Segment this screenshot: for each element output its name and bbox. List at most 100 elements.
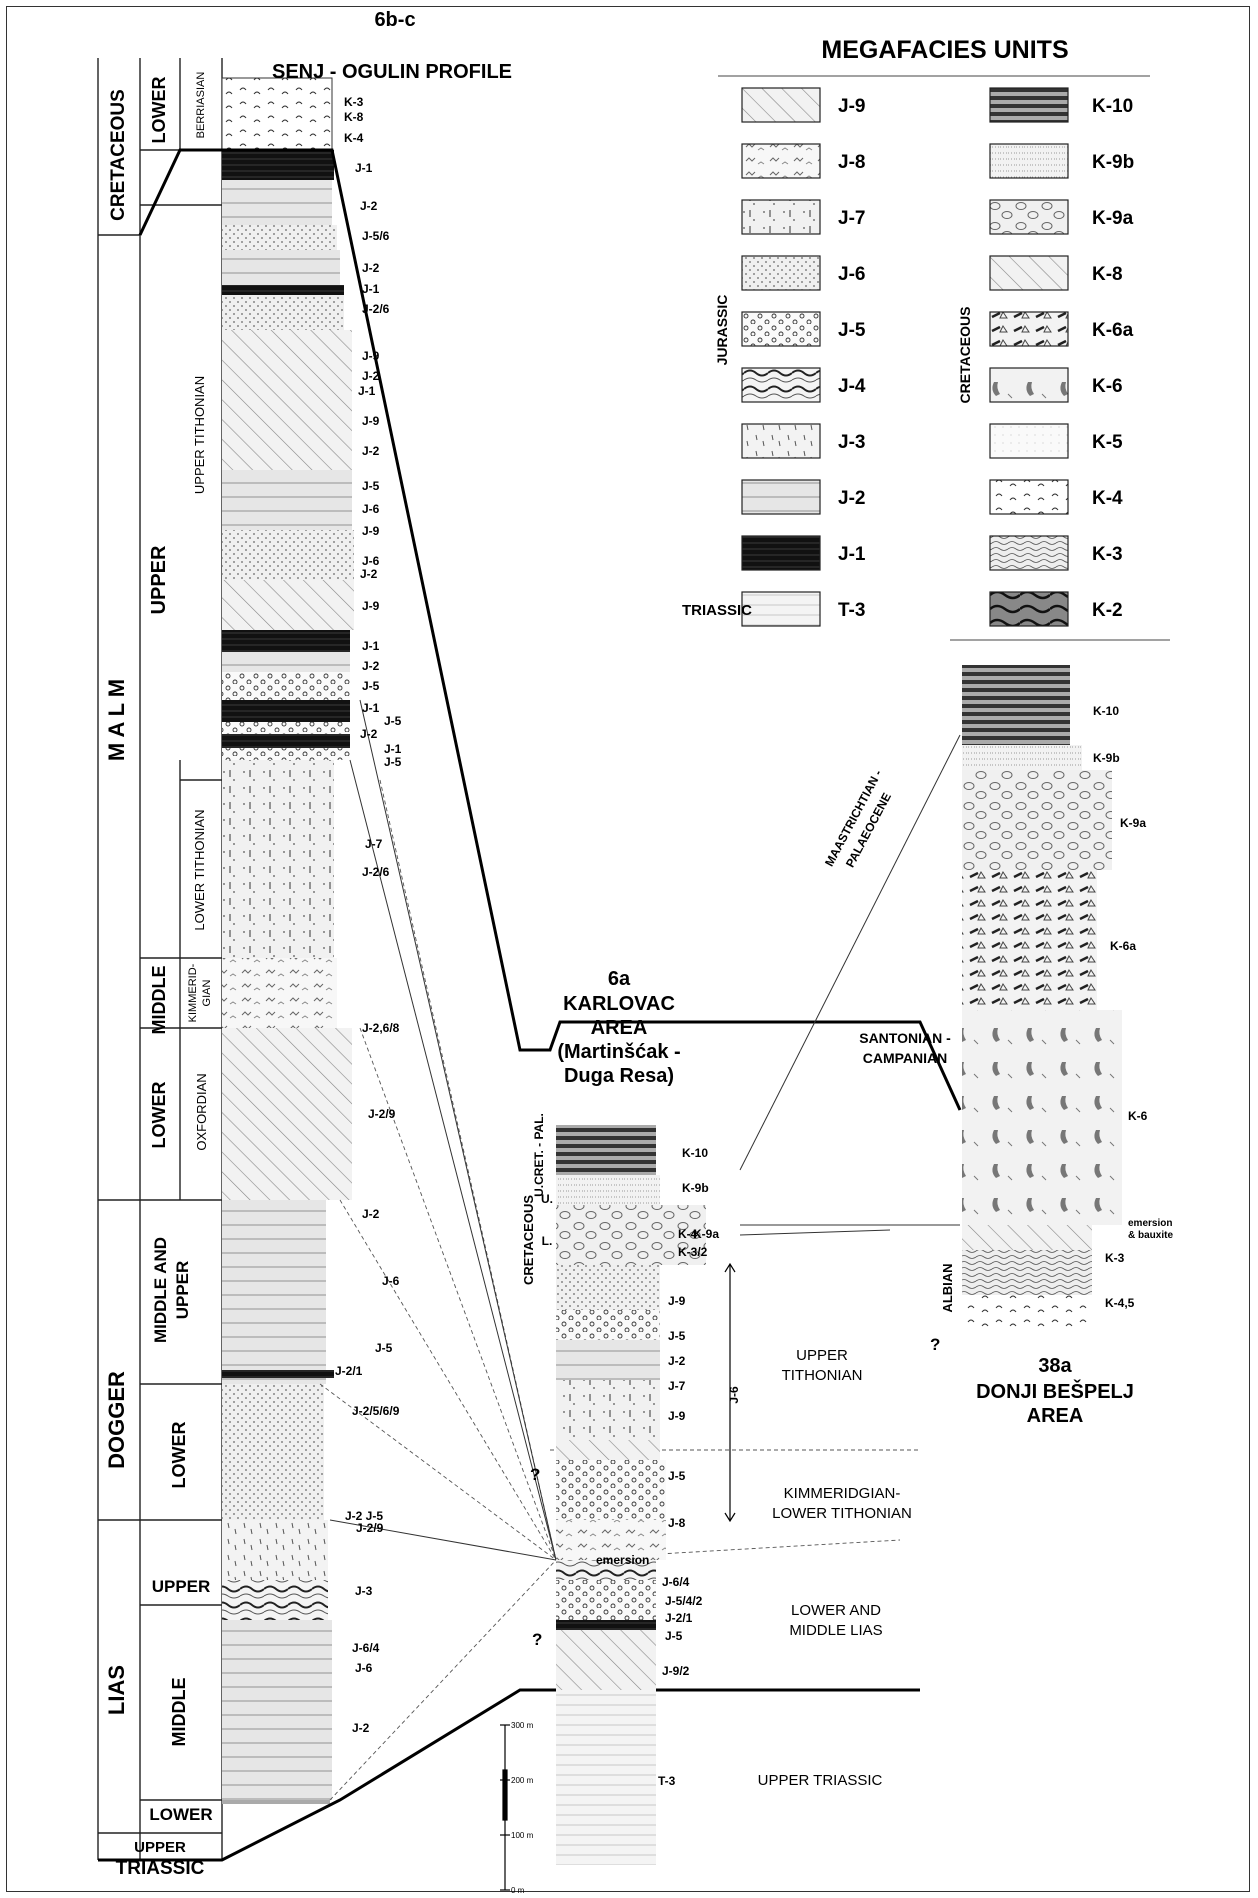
left-unit-j-1: J-1 [362,639,380,653]
right-unit-k-9a: K-9a [1120,816,1146,830]
epoch-middle-malm: MIDDLE [149,966,169,1035]
period-malm: M A L M [104,679,129,761]
legend-label-j-2: J-2 [838,488,865,509]
stage-berriasian: BERRIASIAN [195,72,207,139]
legend-label-k-10: K-10 [1092,96,1133,117]
figure-frame [6,6,1250,1892]
mid-unit-t-3: T-3 [658,1774,676,1788]
left-unit-j-6: J-6 [362,502,380,516]
left-unit-j-5: J-5 [362,679,380,693]
left-unit-j-1: J-1 [384,742,402,756]
age-upper-tithonian-1: UPPER [796,1347,848,1364]
age-lias-2: MIDDLE LIAS [789,1622,882,1639]
legend-label-j-9: J-9 [838,96,865,117]
left-unit-j-2/9: J-2/9 [368,1107,396,1121]
mid-unit-emersion: emersion [596,1553,649,1567]
mid-unit-j-5: J-5 [665,1629,683,1643]
legend-label-j-6: J-6 [838,264,865,285]
legend-separators [718,75,1170,641]
left-unit-j-3: J-3 [355,1584,373,1598]
epoch-lower-cret: LOWER [149,77,169,144]
left-unit-j-5/6: J-5/6 [362,229,390,243]
epoch-middle-upper-dogger-1: MIDDLE AND [151,1237,170,1343]
left-unit-j-9: J-9 [362,524,380,538]
profile-left-id: 6b-c [374,9,415,31]
mid-unit-j-6/4: J-6/4 [662,1575,690,1589]
legend-swatch-k-9b [989,143,1069,179]
mid-unit-k-10: K-10 [682,1146,708,1160]
left-unit-k-3: K-3 [344,95,364,109]
legend-label-j-5: J-5 [838,320,866,341]
left-unit-j-2/9: J-2/9 [356,1521,384,1535]
age-albian: ALBIAN [940,1263,955,1312]
mid-unit-j-2/1: J-2/1 [665,1611,693,1625]
left-unit-j-1: J-1 [358,384,376,398]
left-unit-j-2: J-2 [360,567,378,581]
left-unit-j-1: J-1 [355,161,373,175]
cretaceous-label: CRETACEOUS [957,307,973,404]
j6-range-arrow [724,1262,736,1523]
scale-label-2: 100 m [511,1831,534,1840]
left-unit-j-2/6: J-2/6 [362,302,390,316]
epoch-lower-malm: LOWER [149,1082,169,1149]
right-unit-k-10: K-10 [1093,704,1119,718]
legend-label-k-3: K-3 [1092,544,1123,565]
stage-upper-tithonian: UPPER TITHONIAN [192,376,207,494]
mid-unit-j-2: J-2 [668,1354,686,1368]
right-unit-k-3: K-3 [1105,1251,1125,1265]
scale-label-0: 300 m [511,1721,534,1730]
mid-unit-j-9/2: J-9/2 [662,1664,690,1678]
mid-unit-j-5/4/2: J-5/4/2 [665,1594,703,1608]
age-kimm-2: LOWER TITHONIAN [772,1505,912,1522]
solid-correlation-lines [329,699,961,1561]
left-unit-j-2: J-2 [362,659,380,673]
legend-title: MEGAFACIES UNITS [821,36,1068,64]
right-unit-k-6a: K-6a [1110,939,1136,953]
left-unit-k-8: K-8 [344,110,364,124]
legend-swatch-k-8 [989,255,1069,291]
age-kimm-1: KIMMERIDGIAN- [784,1485,901,1502]
correlation-lines [319,779,920,1801]
legend-label-k-9a: K-9a [1092,208,1134,229]
legend-swatch-k-5 [989,423,1069,459]
period-cretaceous: CRETACEOUS [108,89,129,221]
legend-swatch-j-9 [741,87,821,123]
period-lias: LIAS [104,1665,129,1715]
legend-swatch-k-6 [989,367,1069,403]
legend-label-k-6: K-6 [1092,376,1123,397]
legend-label-j-3: J-3 [838,432,865,453]
left-lithologic-column [221,77,354,1804]
left-unit-j-2: J-2 [362,444,380,458]
left-unit-j-5: J-5 [375,1341,393,1355]
profile-mid-id: 6a [608,968,631,990]
legend-swatch-k-4 [989,479,1069,515]
mid-unit-k-4: K-4 [678,1227,698,1241]
left-unit-j-9: J-9 [362,599,380,613]
profile-right-name-1: AREA [1027,1405,1084,1427]
left-unit-j-6: J-6 [382,1274,400,1288]
stage-kimmeridgian-2: GIAN [201,980,213,1007]
left-unit-k-4: K-4 [344,131,364,145]
left-unit-j-2: J-2 [362,1207,380,1221]
legend-label-k-4: K-4 [1092,488,1123,509]
scale-label-1: 200 m [511,1776,534,1785]
legend-swatch-j-3 [741,423,821,459]
age-lias-1: LOWER AND [791,1602,881,1619]
left-unit-j-2,6/8: J-2,6/8 [362,1021,400,1035]
scale-label-3: 0 m [511,1886,525,1895]
legend-swatch-k-10 [989,87,1069,123]
left-unit-j-2/5/6/9: J-2/5/6/9 [352,1404,400,1418]
legend-label-j-4: J-4 [838,376,866,397]
left-unit-j-2: J-2 [362,261,380,275]
left-unit-j-7: J-7 [365,837,383,851]
profile-right-name-0: DONJI BEŠPELJ [976,1379,1134,1403]
mid-unit-j-8: J-8 [668,1516,686,1530]
mid-side-l: L. [542,1234,553,1248]
left-unit-j-2: J-2 [362,369,380,383]
right-lithologic-column [962,665,1122,1330]
left-unit-j-2 j-5: J-2 J-5 [345,1509,383,1523]
legend-label-t-3: T-3 [838,600,865,621]
mid-unit-k-3/2: K-3/2 [678,1245,708,1259]
age-santonian-1: SANTONIAN - [859,1030,951,1046]
